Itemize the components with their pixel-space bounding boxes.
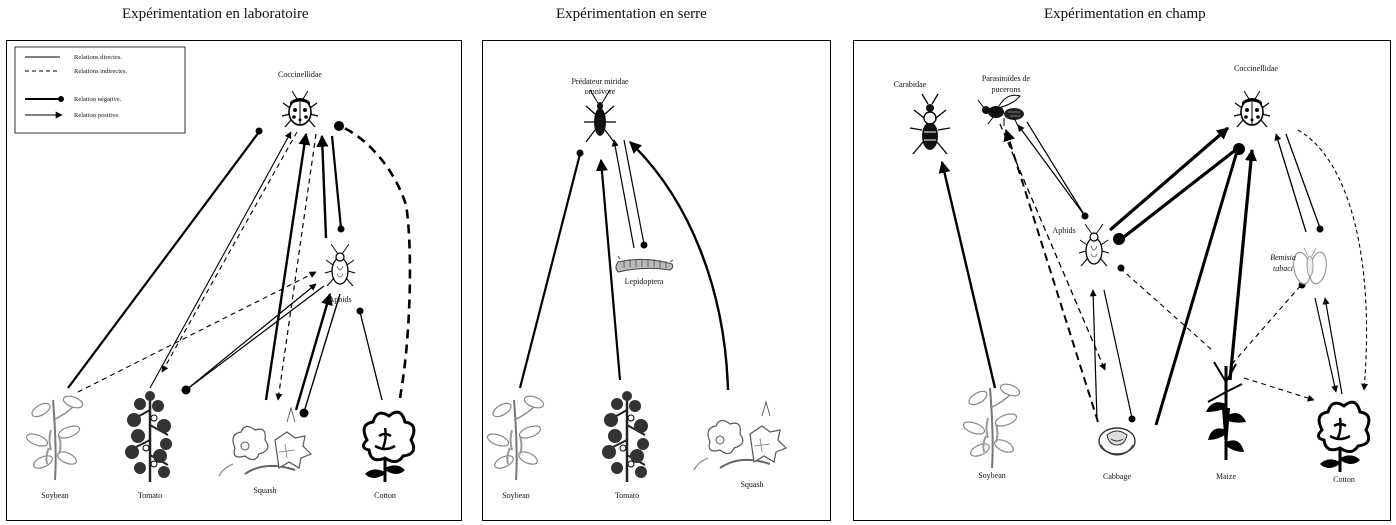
lab-soybean-aphids-indirect <box>77 271 317 393</box>
field-cabbage-aphids <box>1089 289 1098 421</box>
gh-lepidoptera-icon <box>615 255 674 273</box>
greenhouse-relations <box>518 139 730 391</box>
lab-squash-coccinellidae <box>264 132 311 401</box>
field-cotton-bemisia <box>1322 297 1343 395</box>
field-soybean-icon <box>960 380 1023 469</box>
legend-indirect-label: Relations indirectes. <box>74 68 127 75</box>
lab-panel <box>6 40 462 521</box>
field-maize-icon <box>1204 360 1248 462</box>
lab-cotton-icon <box>361 410 416 484</box>
field-coccinellidae-label: Coccinellidae <box>1234 64 1278 73</box>
lab-soybean-coccinellidae-negative <box>67 131 260 389</box>
field-cotton-label: Cotton <box>1333 475 1355 484</box>
field-soybean-label: Soybean <box>978 471 1006 480</box>
gh-predator-label-line1: Prédateur miridae <box>571 77 629 86</box>
lab-squash-icon <box>218 407 312 477</box>
field-parasitoids-label-line2: pucerons <box>992 85 1021 94</box>
gh-lepidoptera-label: Lepidoptera <box>625 277 664 286</box>
gh-predator-lepidoptera-negative <box>623 139 645 245</box>
lab-coccinellidae-tomato-indirect <box>161 131 298 373</box>
field-panel <box>853 40 1391 521</box>
field-parasitoids-label-line1: Parasitoïdes de <box>982 74 1031 83</box>
gh-squash-predator <box>629 141 730 391</box>
lab-coccinellidae-aphids-negative <box>330 135 343 229</box>
field-coccinellidae-aphids-negative <box>1119 146 1239 242</box>
lab-tomato-coccinellidae <box>149 131 292 389</box>
gh-tomato-label: Tomato <box>615 491 639 500</box>
lab-coccinellidae-label: Coccinellidae <box>278 70 322 79</box>
lab-tomato-icon <box>123 389 174 484</box>
field-aphids-coccinellidae <box>1108 126 1230 232</box>
gh-soybean-predator-negative <box>518 153 582 389</box>
lab-aphids-squash-negative <box>303 293 341 413</box>
gh-tomato-icon <box>600 389 651 484</box>
field-aphids-label: Aphids <box>1052 226 1075 235</box>
gh-tomato-predator <box>595 158 622 381</box>
field-parasitoids-cabbage-indirect <box>999 123 1106 371</box>
field-maize-coccinellidae <box>1228 148 1257 381</box>
lab-cotton-label: Cotton <box>374 491 396 500</box>
gh-soybean-label: Soybean <box>502 491 530 500</box>
legend-negative-label: Relation négative. <box>74 96 122 103</box>
field-bemisia-coccinellidae <box>1274 133 1307 233</box>
field-negative-dots <box>1081 143 1324 423</box>
gh-predator-label-line2: omnivore <box>585 87 616 96</box>
gh-soybean-icon <box>484 392 547 481</box>
field-soybean-carabidae <box>938 160 997 389</box>
field-parasitoids-icon <box>977 94 1025 127</box>
lab-cotton-aphids-negative <box>359 311 383 401</box>
field-cabbage-icon <box>1098 427 1136 456</box>
gh-squash-label: Squash <box>740 480 763 489</box>
lab-soybean-icon <box>23 392 86 481</box>
field-cotton-icon <box>1316 400 1371 474</box>
lab-soybean-label: Soybean <box>41 491 69 500</box>
field-maize-bemisia-indirect <box>1231 283 1303 365</box>
lab-aphids-tomato-negative <box>185 285 325 391</box>
lab-panel-title: Expérimentation en laboratoire <box>122 6 309 22</box>
legend-box: Relations directes. Relations indirectes… <box>14 46 186 134</box>
lab-aphids-icon <box>324 243 356 287</box>
field-cabbage-coccinellidae <box>1154 147 1240 426</box>
field-bemisia-icon <box>1290 247 1330 286</box>
field-aphids-parasitoids <box>1017 124 1086 217</box>
field-aphids-icon <box>1078 223 1110 267</box>
field-coccinellidae-icon <box>1233 90 1271 128</box>
greenhouse-panel <box>482 40 831 521</box>
field-relations <box>938 121 1369 426</box>
lab-relations <box>67 124 412 413</box>
gh-squash-icon <box>693 401 787 471</box>
field-parasitoids-aphids-negative <box>1026 121 1086 217</box>
lab-negative-dots <box>181 121 364 418</box>
field-bemisia-label-line2: tabaci <box>1273 264 1293 273</box>
gh-predator-icon <box>583 89 617 143</box>
lab-tomato-aphids <box>185 283 317 391</box>
field-coccinellidae-cotton-indirect <box>1297 129 1369 391</box>
lab-squash-label: Squash <box>253 486 276 495</box>
field-bemisia-cotton <box>1314 297 1339 393</box>
field-maize-cotton-indirect <box>1243 377 1315 402</box>
field-bemisia-label-line1: Bemisia <box>1270 253 1296 262</box>
legend-direct-label: Relations directes. <box>74 54 122 61</box>
lab-squash-aphids <box>294 292 333 411</box>
lab-aphids-coccinellidae <box>316 134 329 239</box>
field-coccinellidae-bemisia-negative <box>1285 133 1321 229</box>
field-aphids-maize-indirect <box>1119 267 1213 351</box>
lab-coccinellidae-icon <box>281 90 319 128</box>
field-cabbage-label: Cabbage <box>1103 472 1131 481</box>
field-aphids-cabbage-negative <box>1103 289 1133 419</box>
field-panel-title: Expérimentation en champ <box>1044 6 1206 22</box>
lab-tomato-label: Tomato <box>138 491 162 500</box>
legend-positive-label: Relation positive. <box>74 112 120 119</box>
field-carabidae-icon <box>909 93 951 155</box>
greenhouse-panel-title: Expérimentation en serre <box>556 6 707 22</box>
field-cabbage-parasitoids-indirect <box>1003 128 1099 423</box>
lab-aphids-label: Aphids <box>328 295 351 304</box>
gh-lepidoptera-predator <box>611 139 635 249</box>
field-maize-label: Maize <box>1216 472 1236 481</box>
greenhouse-negative-dots <box>576 149 648 249</box>
field-carabidae-label: Carabidae <box>894 80 927 89</box>
